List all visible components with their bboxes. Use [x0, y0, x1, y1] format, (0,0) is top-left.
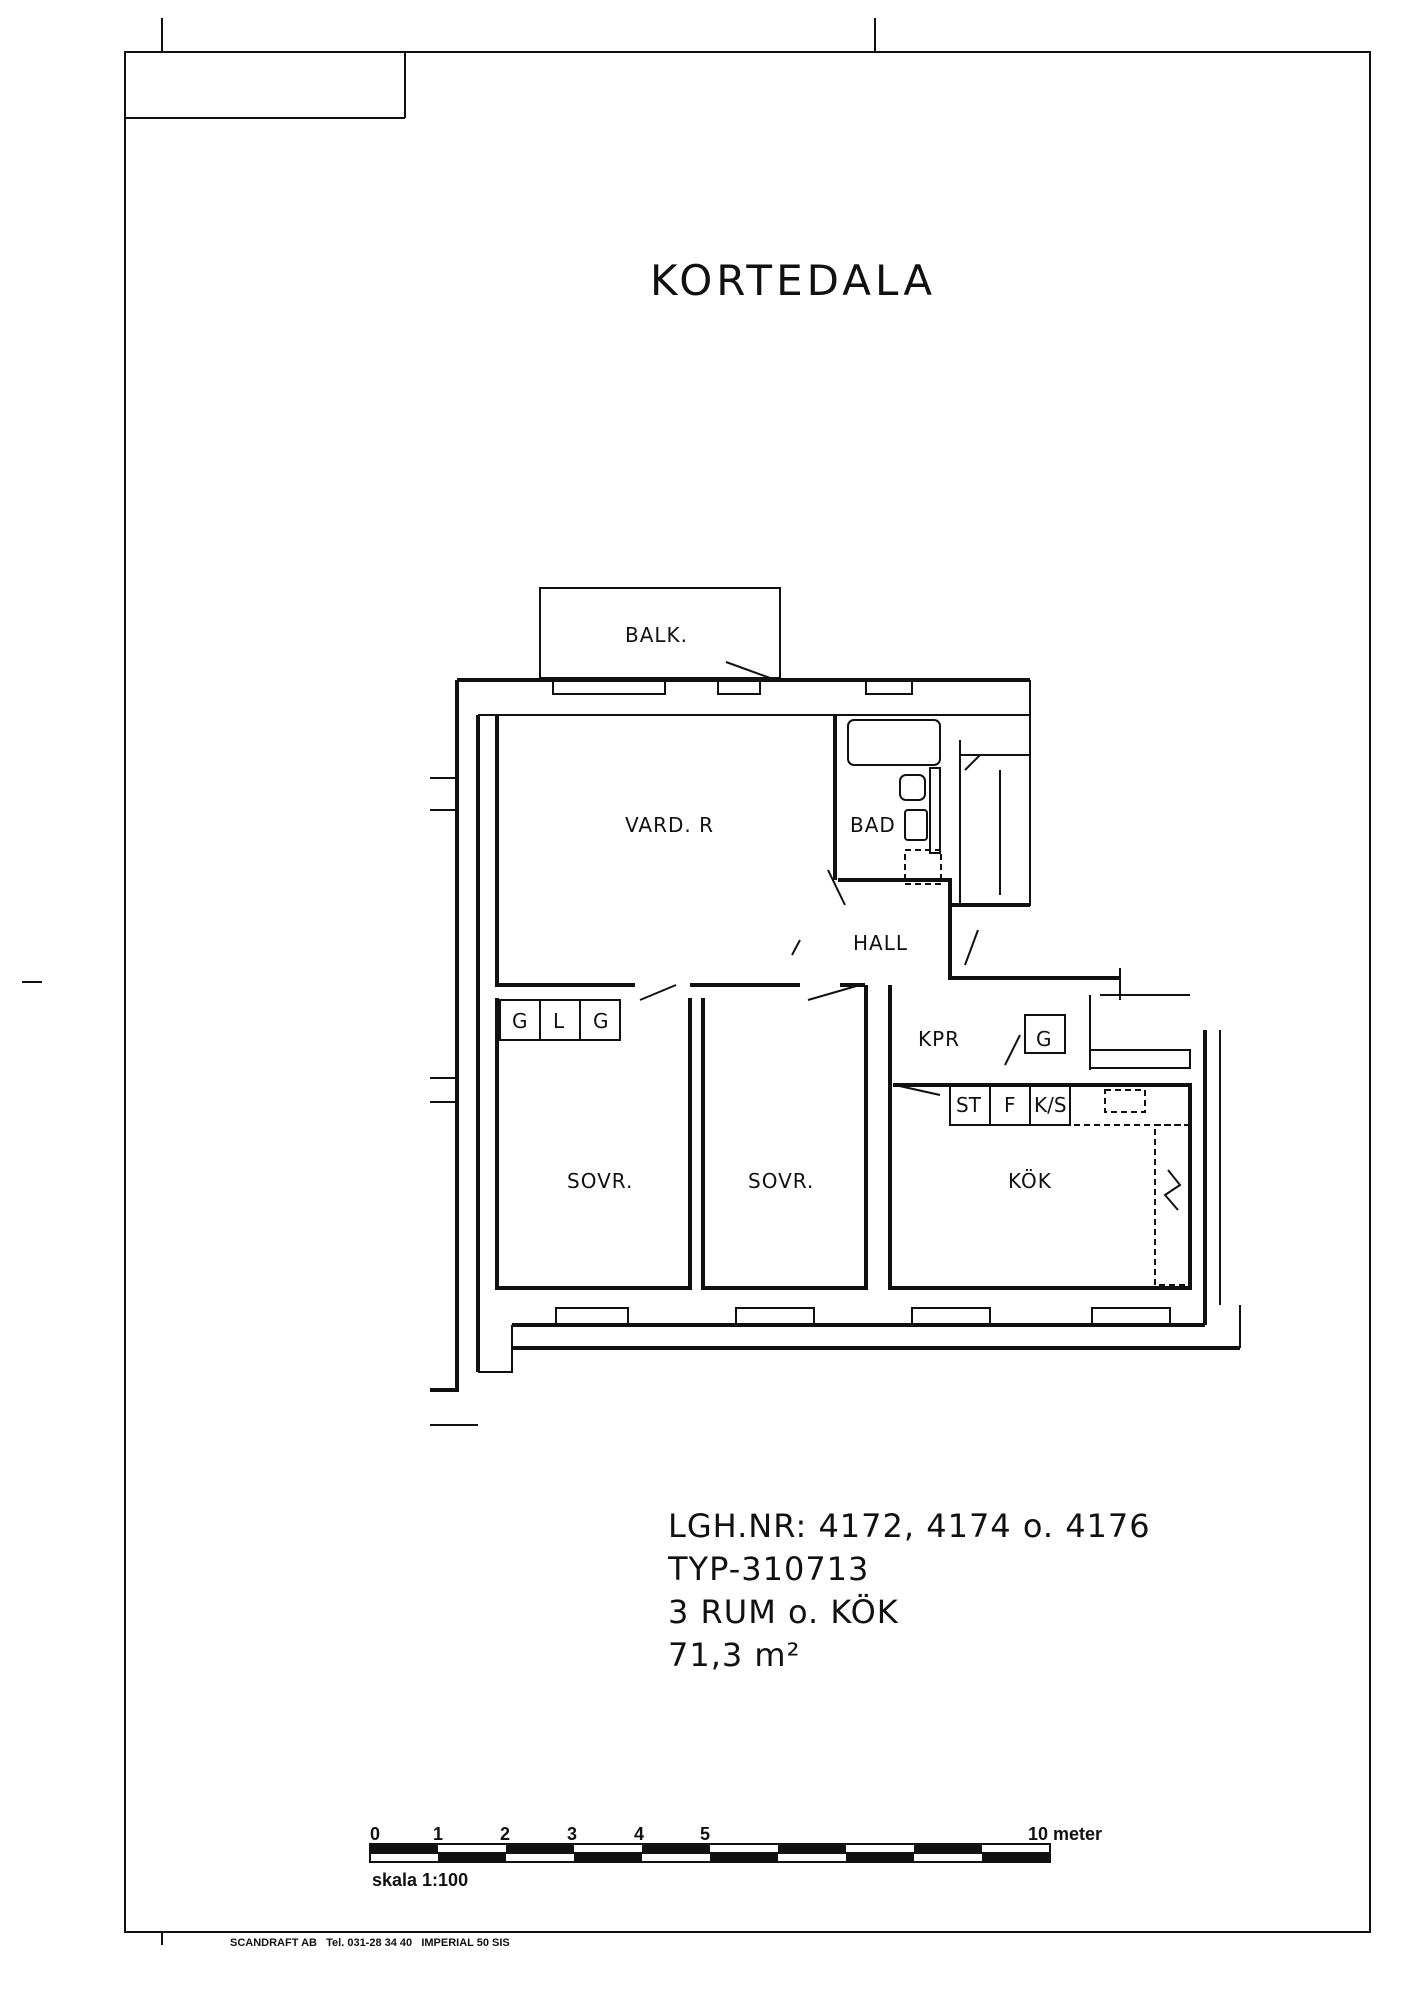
stove-label: ST	[956, 1093, 982, 1117]
sheet-frame	[22, 18, 1371, 1945]
room-label-hall: HALL	[853, 931, 908, 955]
room-label-kitchen: KÖK	[1008, 1169, 1052, 1193]
pantry-shelf	[1089, 1049, 1191, 1069]
scale-tick-1: 1	[433, 1824, 443, 1844]
wardrobe-label-1: G	[512, 1009, 528, 1033]
pantry-cabinet	[1024, 1014, 1066, 1054]
apartment-area: 71,3 m²	[668, 1636, 800, 1674]
fridge-label: F	[1004, 1093, 1016, 1117]
room-label-balcony: BALK.	[625, 623, 688, 647]
kitchen-counter	[949, 1084, 1191, 1286]
bath-fixtures	[847, 719, 942, 885]
wardrobe-label-3: G	[593, 1009, 609, 1033]
scale-segment-8	[914, 1844, 982, 1853]
room-label-pantry: KPR	[918, 1027, 960, 1051]
scale-tick-5: 5	[700, 1824, 710, 1844]
stair-area	[959, 754, 1031, 906]
interior-walls	[495, 715, 1192, 1290]
page-title: KORTEDALA	[650, 256, 936, 305]
footer-imprint: SCANDRAFT AB Tel. 031-28 34 40 IMPERIAL …	[230, 1937, 510, 1949]
apartment-type: TYP-310713	[667, 1550, 869, 1588]
wardrobe-row	[499, 999, 621, 1041]
scale-tick-4: 4	[634, 1824, 644, 1844]
scale-segment-4	[642, 1844, 710, 1853]
scale-segment-1	[438, 1853, 506, 1862]
room-label-bedroom-1: SOVR.	[567, 1169, 633, 1193]
scale-bar	[369, 1843, 1051, 1863]
scale-segment-6	[778, 1844, 846, 1853]
scale-segment-7	[846, 1853, 914, 1862]
windows	[552, 679, 1171, 1326]
scale-end-label: 10 meter	[1028, 1824, 1102, 1844]
scale-tick-3: 3	[567, 1824, 577, 1844]
scale-segment-5	[710, 1853, 778, 1862]
scale-tick-2: 2	[500, 1824, 510, 1844]
pantry-cabinet-label: G	[1036, 1027, 1052, 1051]
scale-caption: skala 1:100	[372, 1870, 468, 1890]
room-label-bedroom-2: SOVR.	[748, 1169, 814, 1193]
scale-segment-0	[370, 1844, 438, 1853]
scale-segment-3	[574, 1853, 642, 1862]
wardrobe-label-2: L	[553, 1009, 565, 1033]
freezer-label: K/S	[1034, 1093, 1067, 1117]
door-swings	[639, 661, 1021, 1096]
apartment-rooms: 3 RUM o. KÖK	[668, 1593, 899, 1631]
apartment-numbers: LGH.NR: 4172, 4174 o. 4176	[668, 1507, 1151, 1545]
scale-segment-2	[506, 1844, 574, 1853]
scale-tick-0: 0	[370, 1824, 380, 1844]
room-label-bath: BAD	[850, 813, 896, 837]
scale-segment-9	[982, 1853, 1050, 1862]
room-label-living: VARD. R	[625, 813, 714, 837]
